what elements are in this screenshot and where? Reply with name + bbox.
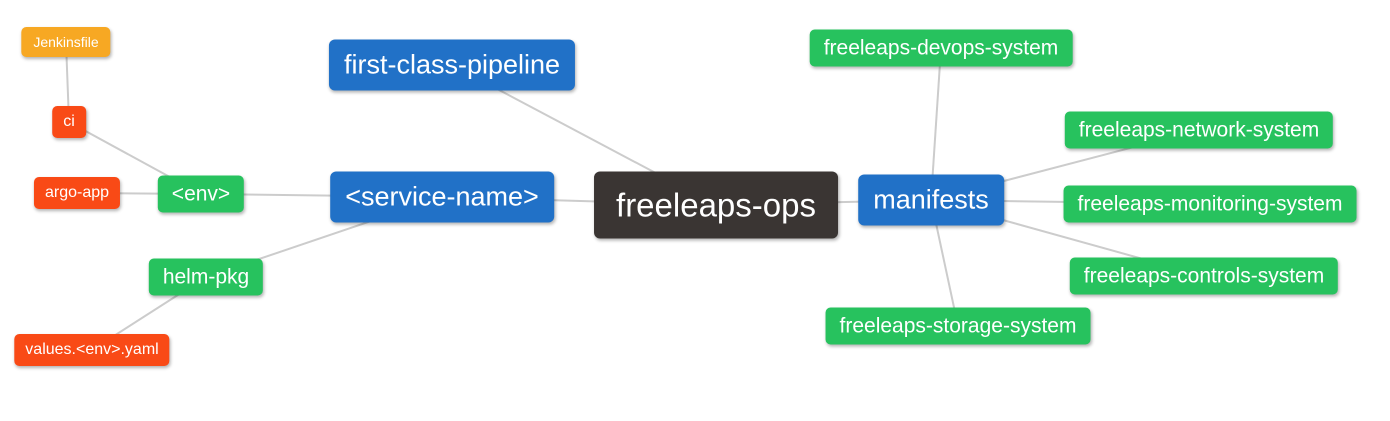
- mindmap-node-freeleaps-network-system[interactable]: freeleaps-network-system: [1064, 111, 1334, 149]
- mindmap-node-freeleaps-monitoring-system[interactable]: freeleaps-monitoring-system: [1063, 185, 1357, 223]
- mindmap-node-freeleaps-devops-system[interactable]: freeleaps-devops-system: [809, 29, 1073, 67]
- mindmap-node-jenkinsfile[interactable]: Jenkinsfile: [21, 27, 111, 57]
- mindmap-node-ci[interactable]: ci: [52, 106, 86, 138]
- mindmap-node-freeleaps-ops[interactable]: freeleaps-ops: [594, 171, 838, 239]
- mindmap-node-freeleaps-storage-system[interactable]: freeleaps-storage-system: [825, 307, 1091, 345]
- mindmap-node-service-name[interactable]: <service-name>: [330, 171, 554, 223]
- mindmap-node-argo-app[interactable]: argo-app: [33, 177, 121, 209]
- mindmap-node-freeleaps-controls-system[interactable]: freeleaps-controls-system: [1069, 257, 1339, 295]
- mindmap-node-env[interactable]: <env>: [157, 175, 245, 213]
- mindmap-node-helm-pkg[interactable]: helm-pkg: [148, 258, 264, 296]
- mindmap-node-manifests[interactable]: manifests: [858, 174, 1004, 226]
- mindmap-node-first-class-pipeline[interactable]: first-class-pipeline: [328, 39, 576, 91]
- mindmap-node-values-env-yaml[interactable]: values.<env>.yaml: [14, 334, 170, 366]
